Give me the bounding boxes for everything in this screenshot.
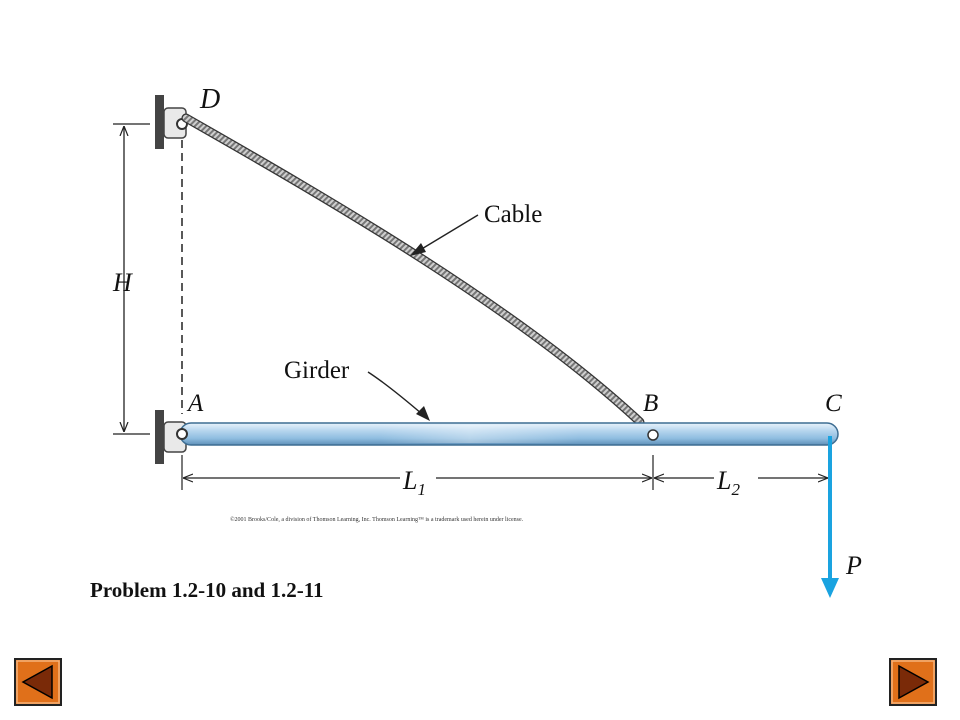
label-l2-main: L [716,466,731,495]
label-a: A [186,390,204,417]
girder-leader [367,371,430,421]
label-girder: Girder [284,357,350,384]
load-arrow-p [821,436,839,598]
label-l2-sub: 2 [731,480,740,499]
label-c: C [825,390,842,417]
cable-leader [410,214,479,256]
previous-slide-button[interactable] [14,658,62,706]
next-slide-button[interactable] [889,658,937,706]
triangle-right-icon [889,658,937,706]
label-cable: Cable [484,201,542,228]
triangle-left-icon [14,658,62,706]
label-l2: L2 [716,466,740,499]
girder [179,422,839,446]
label-p: P [845,551,862,580]
problem-title: Problem 1.2-10 and 1.2-11 [90,578,324,602]
label-l1-sub: 1 [417,480,426,499]
label-h: H [112,268,133,297]
label-l1-main: L [402,466,417,495]
label-d: D [199,84,220,115]
dimension-h [113,123,150,435]
label-l1: L1 [402,466,426,499]
dimension-l1-l2 [181,455,828,490]
pin-a [176,428,188,440]
wall-support-d [155,95,188,149]
pin-b [647,429,659,441]
label-b: B [643,390,658,417]
copyright-notice: ©2001 Brooks/Cole, a division of Thomson… [230,517,524,523]
cable [181,113,645,427]
